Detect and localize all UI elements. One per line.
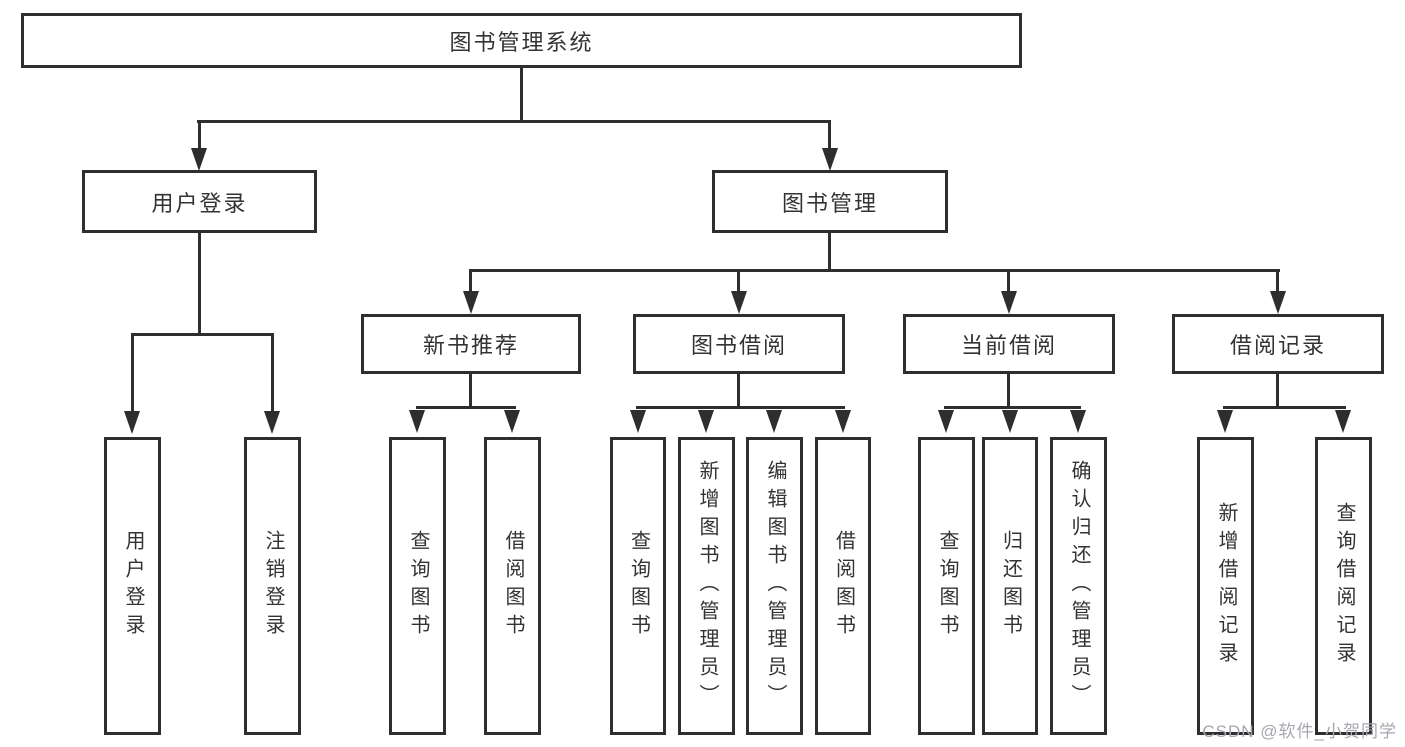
- leaf-return-books: 归还图书: [982, 437, 1038, 735]
- node-borrowing-records-label: 借阅记录: [1229, 333, 1326, 358]
- arrow-down-icon: [766, 410, 782, 433]
- arrow-down-icon: [822, 148, 838, 171]
- leaf-search-books-current-label: 查询图书: [936, 530, 958, 642]
- arrow-down-icon: [1335, 410, 1351, 433]
- connector-line: [636, 406, 845, 409]
- connector-line: [737, 374, 740, 409]
- connector-line: [469, 269, 1280, 272]
- node-new-book-recommend-label: 新书推荐: [422, 333, 519, 358]
- leaf-search-books-recommend: 查询图书: [389, 437, 446, 735]
- arrow-down-icon: [124, 411, 140, 434]
- arrow-down-icon: [938, 410, 954, 433]
- node-user-login-label: 用户登录: [151, 190, 248, 216]
- connector-line: [828, 233, 831, 272]
- arrow-down-icon: [698, 410, 714, 433]
- arrow-down-icon: [409, 410, 425, 433]
- leaf-logout-login-label: 注销登录: [262, 530, 284, 642]
- leaf-search-borrow-record-label: 查询借阅记录: [1333, 502, 1355, 670]
- leaf-add-borrow-record-label: 新增借阅记录: [1215, 502, 1237, 670]
- leaf-search-books-borrowing: 查询图书: [610, 437, 666, 735]
- connector-line: [1007, 269, 1010, 295]
- connector-line: [197, 120, 831, 123]
- leaf-return-books-label: 归还图书: [999, 530, 1022, 642]
- arrow-down-icon: [1070, 410, 1086, 433]
- node-book-borrowing: 图书借阅: [633, 314, 845, 374]
- leaf-user-login: 用户登录: [104, 437, 161, 735]
- arrow-down-icon: [835, 410, 851, 433]
- arrow-down-icon: [463, 291, 479, 314]
- leaf-search-borrow-record: 查询借阅记录: [1315, 437, 1372, 735]
- connector-line: [737, 269, 740, 295]
- csdn-watermark: CSDN @软件_小贺同学: [1202, 722, 1397, 741]
- connector-line: [198, 233, 201, 335]
- leaf-confirm-return-admin: 确认归还（管理员）: [1050, 437, 1107, 735]
- node-book-management-label: 图书管理: [781, 190, 878, 216]
- arrow-down-icon: [1270, 291, 1286, 314]
- leaf-add-book-admin-label: 新增图书（管理员）: [696, 460, 718, 712]
- leaf-edit-book-admin: 编辑图书（管理员）: [746, 437, 803, 735]
- connector-line: [1276, 374, 1279, 409]
- leaf-user-login-label: 用户登录: [122, 530, 144, 642]
- leaf-search-books-recommend-label: 查询图书: [407, 530, 429, 642]
- leaf-logout-login: 注销登录: [244, 437, 301, 735]
- leaf-add-borrow-record: 新增借阅记录: [1197, 437, 1254, 735]
- connector-line: [469, 374, 472, 409]
- node-current-borrowing: 当前借阅: [903, 314, 1115, 374]
- leaf-borrow-books-recommend-label: 借阅图书: [502, 530, 524, 642]
- node-library-system-label: 图书管理系统: [449, 29, 594, 55]
- node-current-borrowing-label: 当前借阅: [960, 333, 1057, 358]
- node-book-management: 图书管理: [712, 170, 948, 233]
- node-book-borrowing-label: 图书借阅: [690, 333, 787, 358]
- arrow-down-icon: [264, 411, 280, 434]
- connector-line: [1276, 269, 1279, 295]
- arrow-down-icon: [1001, 291, 1017, 314]
- connector-line: [131, 333, 134, 413]
- connector-line: [131, 333, 274, 336]
- arrow-down-icon: [1217, 410, 1233, 433]
- connector-line: [1223, 406, 1346, 409]
- arrow-down-icon: [630, 410, 646, 433]
- leaf-borrow-books-borrowing-label: 借阅图书: [832, 530, 855, 642]
- leaf-edit-book-admin-label: 编辑图书（管理员）: [764, 460, 786, 712]
- connector-line: [1007, 374, 1010, 409]
- node-library-system: 图书管理系统: [21, 13, 1022, 68]
- connector-line: [520, 68, 523, 123]
- connector-line: [416, 406, 516, 409]
- arrow-down-icon: [1002, 410, 1018, 433]
- node-user-login: 用户登录: [82, 170, 317, 233]
- connector-line: [198, 120, 201, 150]
- connector-line: [944, 406, 1081, 409]
- node-borrowing-records: 借阅记录: [1172, 314, 1384, 374]
- connector-line: [469, 269, 472, 295]
- leaf-confirm-return-admin-label: 确认归还（管理员）: [1068, 460, 1090, 712]
- leaf-search-books-borrowing-label: 查询图书: [627, 530, 650, 642]
- connector-line: [828, 120, 831, 150]
- arrow-down-icon: [504, 410, 520, 433]
- arrow-down-icon: [731, 291, 747, 314]
- leaf-borrow-books-recommend: 借阅图书: [484, 437, 541, 735]
- node-new-book-recommend: 新书推荐: [361, 314, 581, 374]
- leaf-search-books-current: 查询图书: [918, 437, 975, 735]
- connector-line: [271, 333, 274, 413]
- leaf-borrow-books-borrowing: 借阅图书: [815, 437, 871, 735]
- arrow-down-icon: [191, 148, 207, 171]
- leaf-add-book-admin: 新增图书（管理员）: [678, 437, 735, 735]
